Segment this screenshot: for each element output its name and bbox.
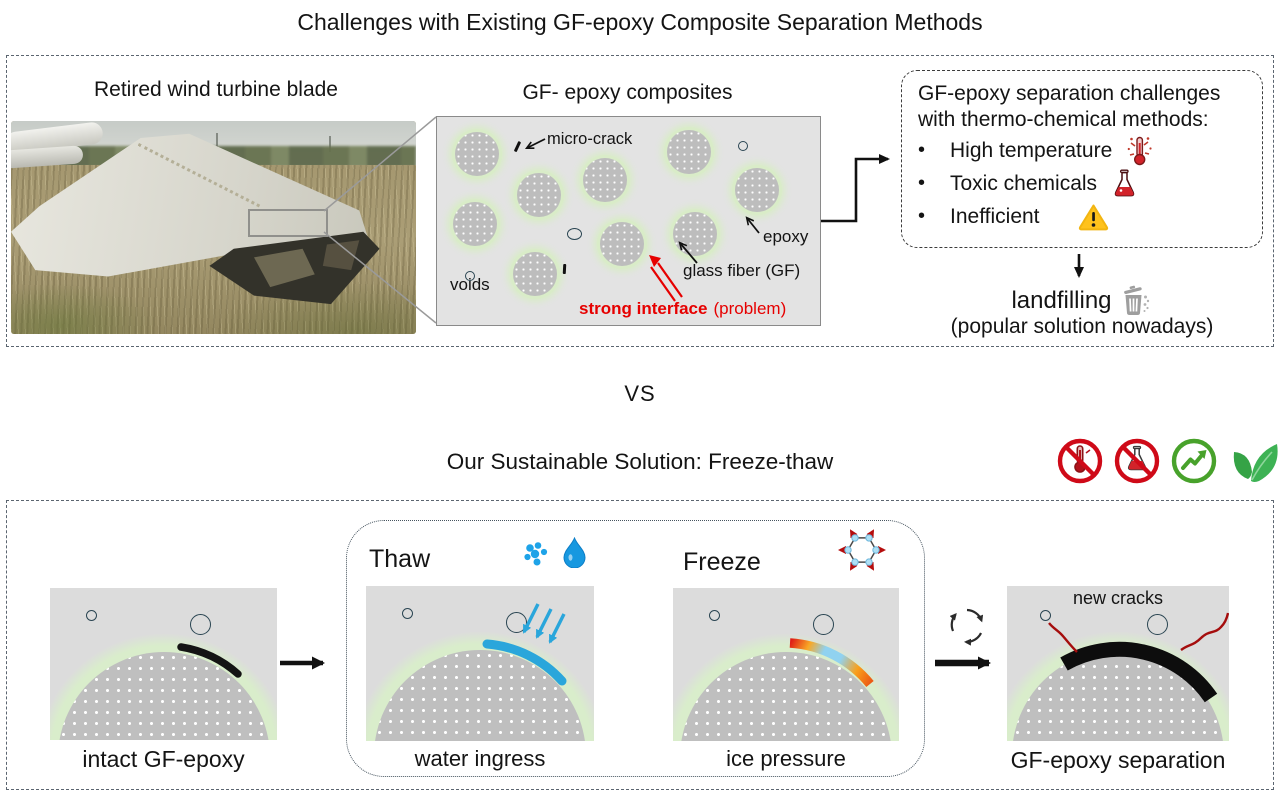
trash-can-icon [1119, 284, 1153, 318]
solution-title: Our Sustainable Solution: Freeze-thaw [446, 449, 834, 474]
void [567, 228, 582, 240]
void [86, 610, 97, 621]
eco-leaves-icon [1227, 437, 1279, 485]
freeze-composite-panel [673, 588, 899, 741]
glass-fiber [673, 212, 717, 256]
void [813, 614, 834, 635]
void [402, 608, 413, 619]
landfill-label: landfilling [1011, 287, 1112, 314]
glass-fiber [453, 202, 497, 246]
strong-interface-label: strong interface(problem) [579, 299, 787, 318]
challenge-item-toxic-chemicals: • Toxic chemicals [918, 168, 1248, 199]
separation-caption: GF-epoxy separation [1010, 747, 1226, 773]
new-cracks-label: new cracks [1072, 588, 1164, 608]
freeze-title: Freeze [683, 548, 761, 576]
glass-fiber [513, 252, 557, 296]
top-title: Challenges with Existing GF-epoxy Compos… [297, 9, 983, 35]
separated-interface-arc [1048, 612, 1229, 703]
water-filled-crack [482, 603, 567, 686]
warning-icon [1078, 203, 1109, 231]
separation-composite-panel: new cracks [1007, 586, 1229, 741]
glass-fiber [735, 168, 779, 212]
photo-pole [216, 133, 218, 149]
ice-pressure-crack [789, 638, 874, 688]
solution-benefit-icons [1056, 437, 1279, 485]
epoxy-label: epoxy [763, 227, 809, 246]
blade-section-callout [248, 209, 328, 237]
wind-turbine-blade-photo [11, 121, 416, 334]
freeze-thaw-cycle-box [346, 520, 925, 777]
glass-fiber [517, 173, 561, 217]
no-high-temperature-icon [1056, 437, 1104, 485]
void [465, 271, 475, 281]
thaw-composite-panel [366, 586, 594, 741]
strong-interface-arrow [649, 255, 683, 302]
void [738, 141, 748, 151]
landfill-note: (popular solution nowadays) [950, 315, 1214, 338]
composites-title: GF- epoxy composites [522, 81, 733, 104]
freeze-thaw-cycle-icon [942, 601, 992, 651]
void [1040, 610, 1051, 621]
intact-composite-panel [50, 588, 277, 740]
micro-crack-label: micro-crack [547, 130, 633, 148]
glass-fiber-label: glass fiber (GF) [683, 261, 801, 280]
toxic-flask-icon [1111, 169, 1138, 198]
composites-diagram: micro-crack voids epoxy glass fiber (GF)… [436, 116, 821, 326]
challenge-item-inefficient: • Inefficient [918, 201, 1248, 232]
glass-fiber [583, 158, 627, 202]
void [506, 612, 527, 633]
no-toxic-chemicals-icon [1113, 437, 1161, 485]
micro-crack-arc [177, 643, 242, 678]
water-molecules-icon [523, 541, 551, 567]
void [190, 614, 211, 635]
micro-crack-mark [562, 263, 566, 275]
thaw-title: Thaw [369, 545, 431, 573]
glass-fiber [455, 132, 499, 176]
void [709, 610, 720, 621]
void [1147, 614, 1168, 635]
freeze-thaw-section: intact GF-epoxy Thaw [6, 500, 1274, 790]
voids-label: voids [450, 275, 490, 294]
challenges-heading: GF-epoxy separation challenges with ther… [918, 82, 1221, 132]
photo-caption: Retired wind turbine blade [94, 78, 338, 101]
challenges-box: GF-epoxy separation challenges with ther… [901, 70, 1263, 248]
burst-thermometer-icon [1126, 135, 1153, 166]
thaw-caption: water ingress [414, 746, 546, 771]
challenge-item-high-temperature: • High temperature [918, 135, 1248, 166]
intact-caption: intact GF-epoxy [82, 746, 245, 772]
vs-label: VS [624, 381, 656, 406]
efficiency-up-icon [1170, 437, 1218, 485]
water-droplet-icon [563, 537, 586, 568]
challenges-section: Retired wind turbine blade [6, 55, 1274, 347]
glass-fiber [667, 130, 711, 174]
glass-fiber [600, 222, 644, 266]
landfill-line: landfilling [901, 284, 1263, 318]
expanding-ice-crystal-icon [833, 521, 891, 579]
glass-fiber [680, 652, 892, 741]
freeze-caption: ice pressure [726, 746, 846, 771]
micro-crack-mark [513, 140, 521, 153]
